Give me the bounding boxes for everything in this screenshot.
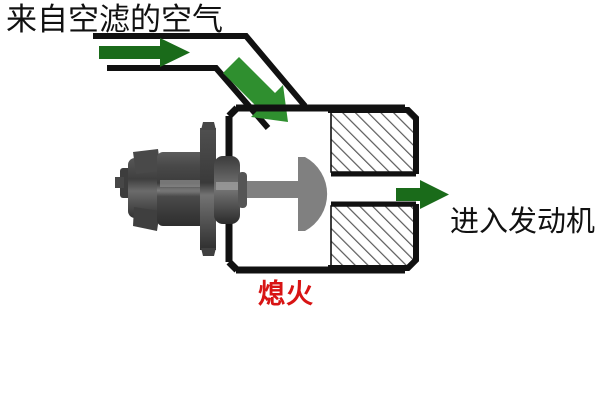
inlet-label: 来自空滤的空气 bbox=[6, 2, 223, 37]
housing-chamfer-top-left bbox=[226, 105, 240, 119]
valve-pintle-cone bbox=[298, 157, 328, 231]
iac-stepper-motor bbox=[115, 122, 247, 256]
valve-shaft bbox=[245, 181, 302, 198]
valve-seat-block-bottom bbox=[328, 201, 419, 271]
valve-seat-block-top bbox=[328, 107, 419, 177]
valve-pintle-assembly bbox=[245, 157, 328, 231]
outlet-label: 进入发动机 bbox=[450, 206, 596, 238]
housing-chamfer-bottom-left bbox=[226, 259, 240, 273]
inlet-duct-upper-wall bbox=[93, 33, 308, 108]
valve-state-label: 熄火 bbox=[258, 279, 314, 309]
outlet-flow-arrow bbox=[396, 180, 449, 209]
inlet-flow-arrow bbox=[99, 38, 190, 67]
motor-mounting-flange bbox=[200, 128, 216, 250]
